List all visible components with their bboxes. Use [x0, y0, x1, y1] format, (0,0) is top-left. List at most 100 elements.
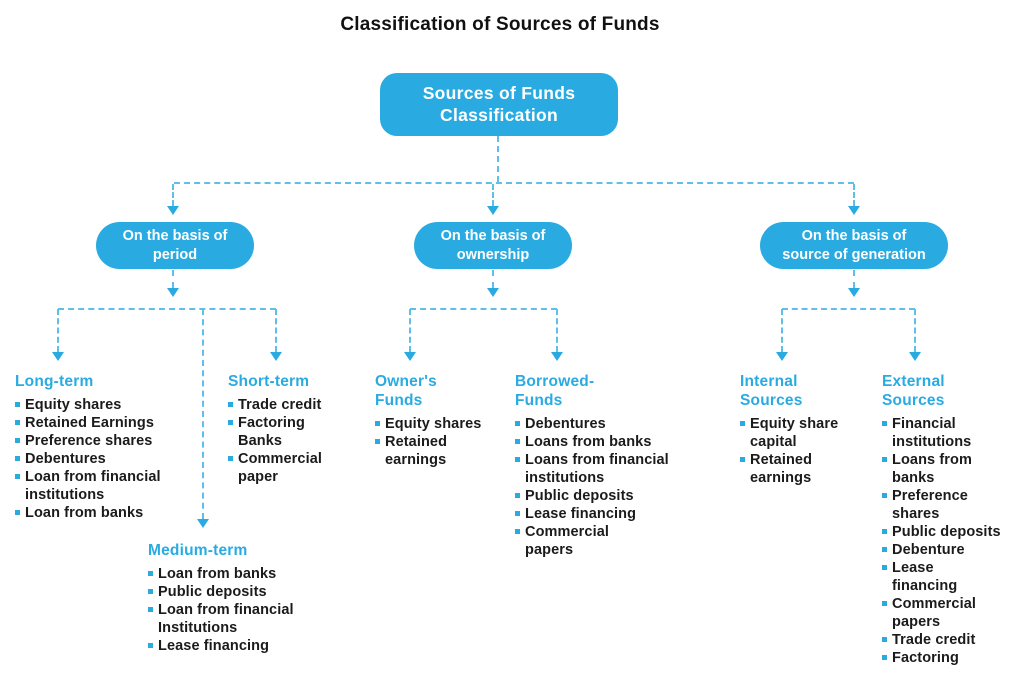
bullet-square-icon [15, 420, 20, 425]
bullet-square-icon [515, 511, 520, 516]
list-item: Loans from banks [515, 433, 695, 451]
list-item-label: Loans from banks [525, 434, 652, 450]
list-item-label: Lease financing [525, 506, 637, 522]
node-basis-of-generation-label: On the basis of source of generation [782, 228, 926, 263]
arrow-down-icon [848, 206, 860, 215]
arrow-down-icon [167, 206, 179, 215]
bullet-square-icon [882, 529, 887, 534]
connector-generation-stub [853, 184, 855, 206]
list-item: Debentures [515, 415, 695, 433]
bullet-square-icon [882, 601, 887, 606]
bullet-square-icon [15, 402, 20, 407]
bullet-square-icon [148, 589, 153, 594]
list-item: Debenture [882, 541, 1022, 559]
bullet-square-icon [515, 421, 520, 426]
list-item: Factoring Banks [228, 414, 343, 450]
group-title: Medium-term [148, 542, 248, 559]
list-item: Equity share capital [740, 415, 860, 451]
bullet-square-icon [882, 637, 887, 642]
group-title: Owner's Funds [375, 373, 437, 409]
connector-long-term-stub [57, 309, 59, 352]
arrow-down-icon [848, 288, 860, 297]
connector-period-stub [172, 184, 174, 206]
bullet-square-icon [882, 457, 887, 462]
connector-short-term-stub [275, 309, 277, 352]
list-item-label: Equity shares [25, 397, 122, 413]
list-item: Lease financing [148, 637, 358, 655]
arrow-down-icon [551, 352, 563, 361]
list-item: Retained earnings [740, 451, 860, 487]
group-title: Internal Sources [740, 373, 803, 409]
arrow-down-icon [197, 519, 209, 528]
connector-external-sources-stub [914, 309, 916, 352]
list-item: Financial institutions [882, 415, 1022, 451]
connector-owners-funds-stub [409, 309, 411, 352]
list-item: Loans from financial institutions [515, 451, 695, 487]
list-item: Loans from banks [882, 451, 1022, 487]
bullet-square-icon [228, 402, 233, 407]
list-item-label: Equity share capital [750, 416, 839, 450]
list-item-label: Loans from banks [892, 452, 972, 486]
list-item: Preference shares [882, 487, 1022, 523]
bullet-square-icon [740, 421, 745, 426]
bullet-square-icon [375, 421, 380, 426]
list-item: Lease financing [882, 559, 1022, 595]
list-item: Public deposits [882, 523, 1022, 541]
list-item-label: Public deposits [892, 524, 1001, 540]
connector-generation-horizontal [782, 308, 915, 310]
list-item-label: Public deposits [525, 488, 634, 504]
list-item: Trade credit [882, 631, 1022, 649]
list-item-label: Loan from banks [158, 566, 277, 582]
group-title: Long-term [15, 373, 94, 390]
list-item: Public deposits [148, 583, 358, 601]
list-item: Trade credit [228, 396, 343, 414]
bullet-square-icon [148, 571, 153, 576]
list-item-label: Commercial papers [892, 596, 977, 630]
bullet-square-icon [148, 607, 153, 612]
bullet-square-icon [228, 420, 233, 425]
connector-ownership-down [492, 270, 494, 288]
list-item: Retained earnings [375, 433, 495, 469]
list-item: Loan from financial institutions [15, 468, 220, 504]
arrow-down-icon [909, 352, 921, 361]
list-item-label: Loan from banks [25, 505, 144, 521]
list-item-label: Trade credit [238, 397, 322, 413]
bullet-square-icon [515, 529, 520, 534]
list-item-label: Factoring Banks [238, 415, 305, 449]
node-basis-of-ownership-label: On the basis of ownership [440, 228, 546, 263]
list-item-label: Preference shares [25, 433, 153, 449]
list-item-label: Retained earnings [385, 434, 448, 468]
list-item-label: Commercial papers [525, 524, 610, 558]
list-item-label: Trade credit [892, 632, 976, 648]
bullet-square-icon [740, 457, 745, 462]
list-item: Loan from banks [148, 565, 358, 583]
arrow-down-icon [404, 352, 416, 361]
list-item: Equity shares [375, 415, 495, 433]
list-item: Commercial papers [882, 595, 1022, 631]
list-item-label: Preference shares [892, 488, 968, 522]
arrow-down-icon [487, 206, 499, 215]
list-item: Debentures [15, 450, 220, 468]
list-item: Loan from financial Institutions [148, 601, 358, 637]
connector-root-down [497, 136, 499, 182]
list-item: Factoring [882, 649, 1022, 667]
bullet-square-icon [515, 457, 520, 462]
list-item: Equity shares [15, 396, 220, 414]
group-title: External Sources [882, 373, 945, 409]
list-item-label: Public deposits [158, 584, 267, 600]
list-item-label: Debentures [525, 416, 606, 432]
bullet-square-icon [882, 421, 887, 426]
list-item-label: Commercial paper [238, 451, 323, 485]
list-item: Loan from banks [15, 504, 220, 522]
connector-medium-term-stub [202, 309, 204, 519]
list-item-label: Factoring [892, 650, 959, 666]
root-node-label: Sources of Funds Classification [422, 82, 576, 125]
